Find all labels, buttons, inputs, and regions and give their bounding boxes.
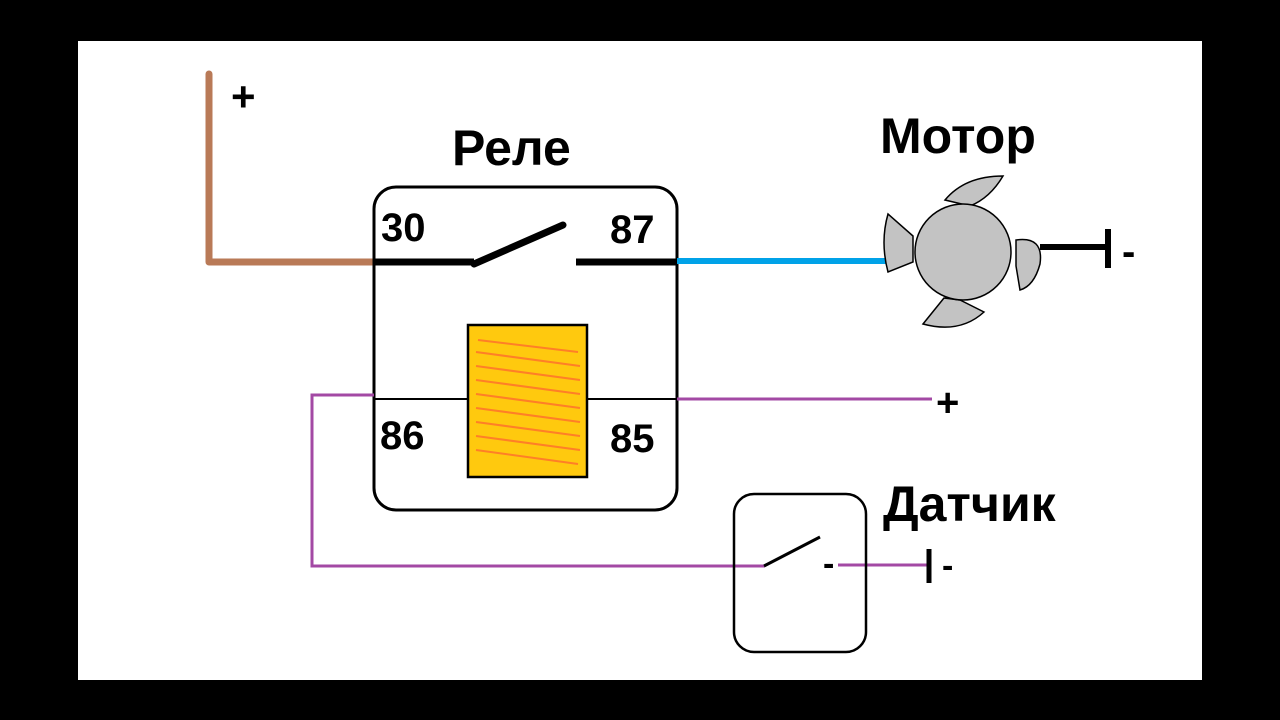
plus-right-label: +	[936, 381, 959, 425]
sensor-box	[732, 492, 868, 654]
sensor-switch-icon	[763, 535, 821, 568]
pin-85-label: 85	[610, 417, 655, 461]
control-sensor-wire	[310, 393, 765, 568]
plus-top-label: +	[231, 73, 256, 120]
pin-30-label: 30	[381, 206, 426, 250]
sensor-minus-ground-label: -	[942, 547, 953, 585]
fan-motor-icon	[883, 175, 1042, 328]
sensor-minus-inner-label: -	[823, 545, 834, 583]
ground-terminal-icon	[1040, 229, 1111, 268]
relay-box	[372, 185, 679, 512]
pin-86-label: 86	[380, 414, 425, 458]
plus-feed-wire	[205, 70, 378, 266]
relay-title: Реле	[452, 120, 571, 176]
motor-title: Мотор	[880, 108, 1036, 164]
sensor-title: Датчик	[883, 476, 1057, 532]
diagram-canvas	[78, 41, 1202, 680]
coil-stripes	[475, 339, 581, 465]
motor-minus-label: -	[1122, 230, 1135, 274]
switch-contact-icon	[374, 221, 677, 268]
pin-87-label: 87	[610, 208, 655, 252]
